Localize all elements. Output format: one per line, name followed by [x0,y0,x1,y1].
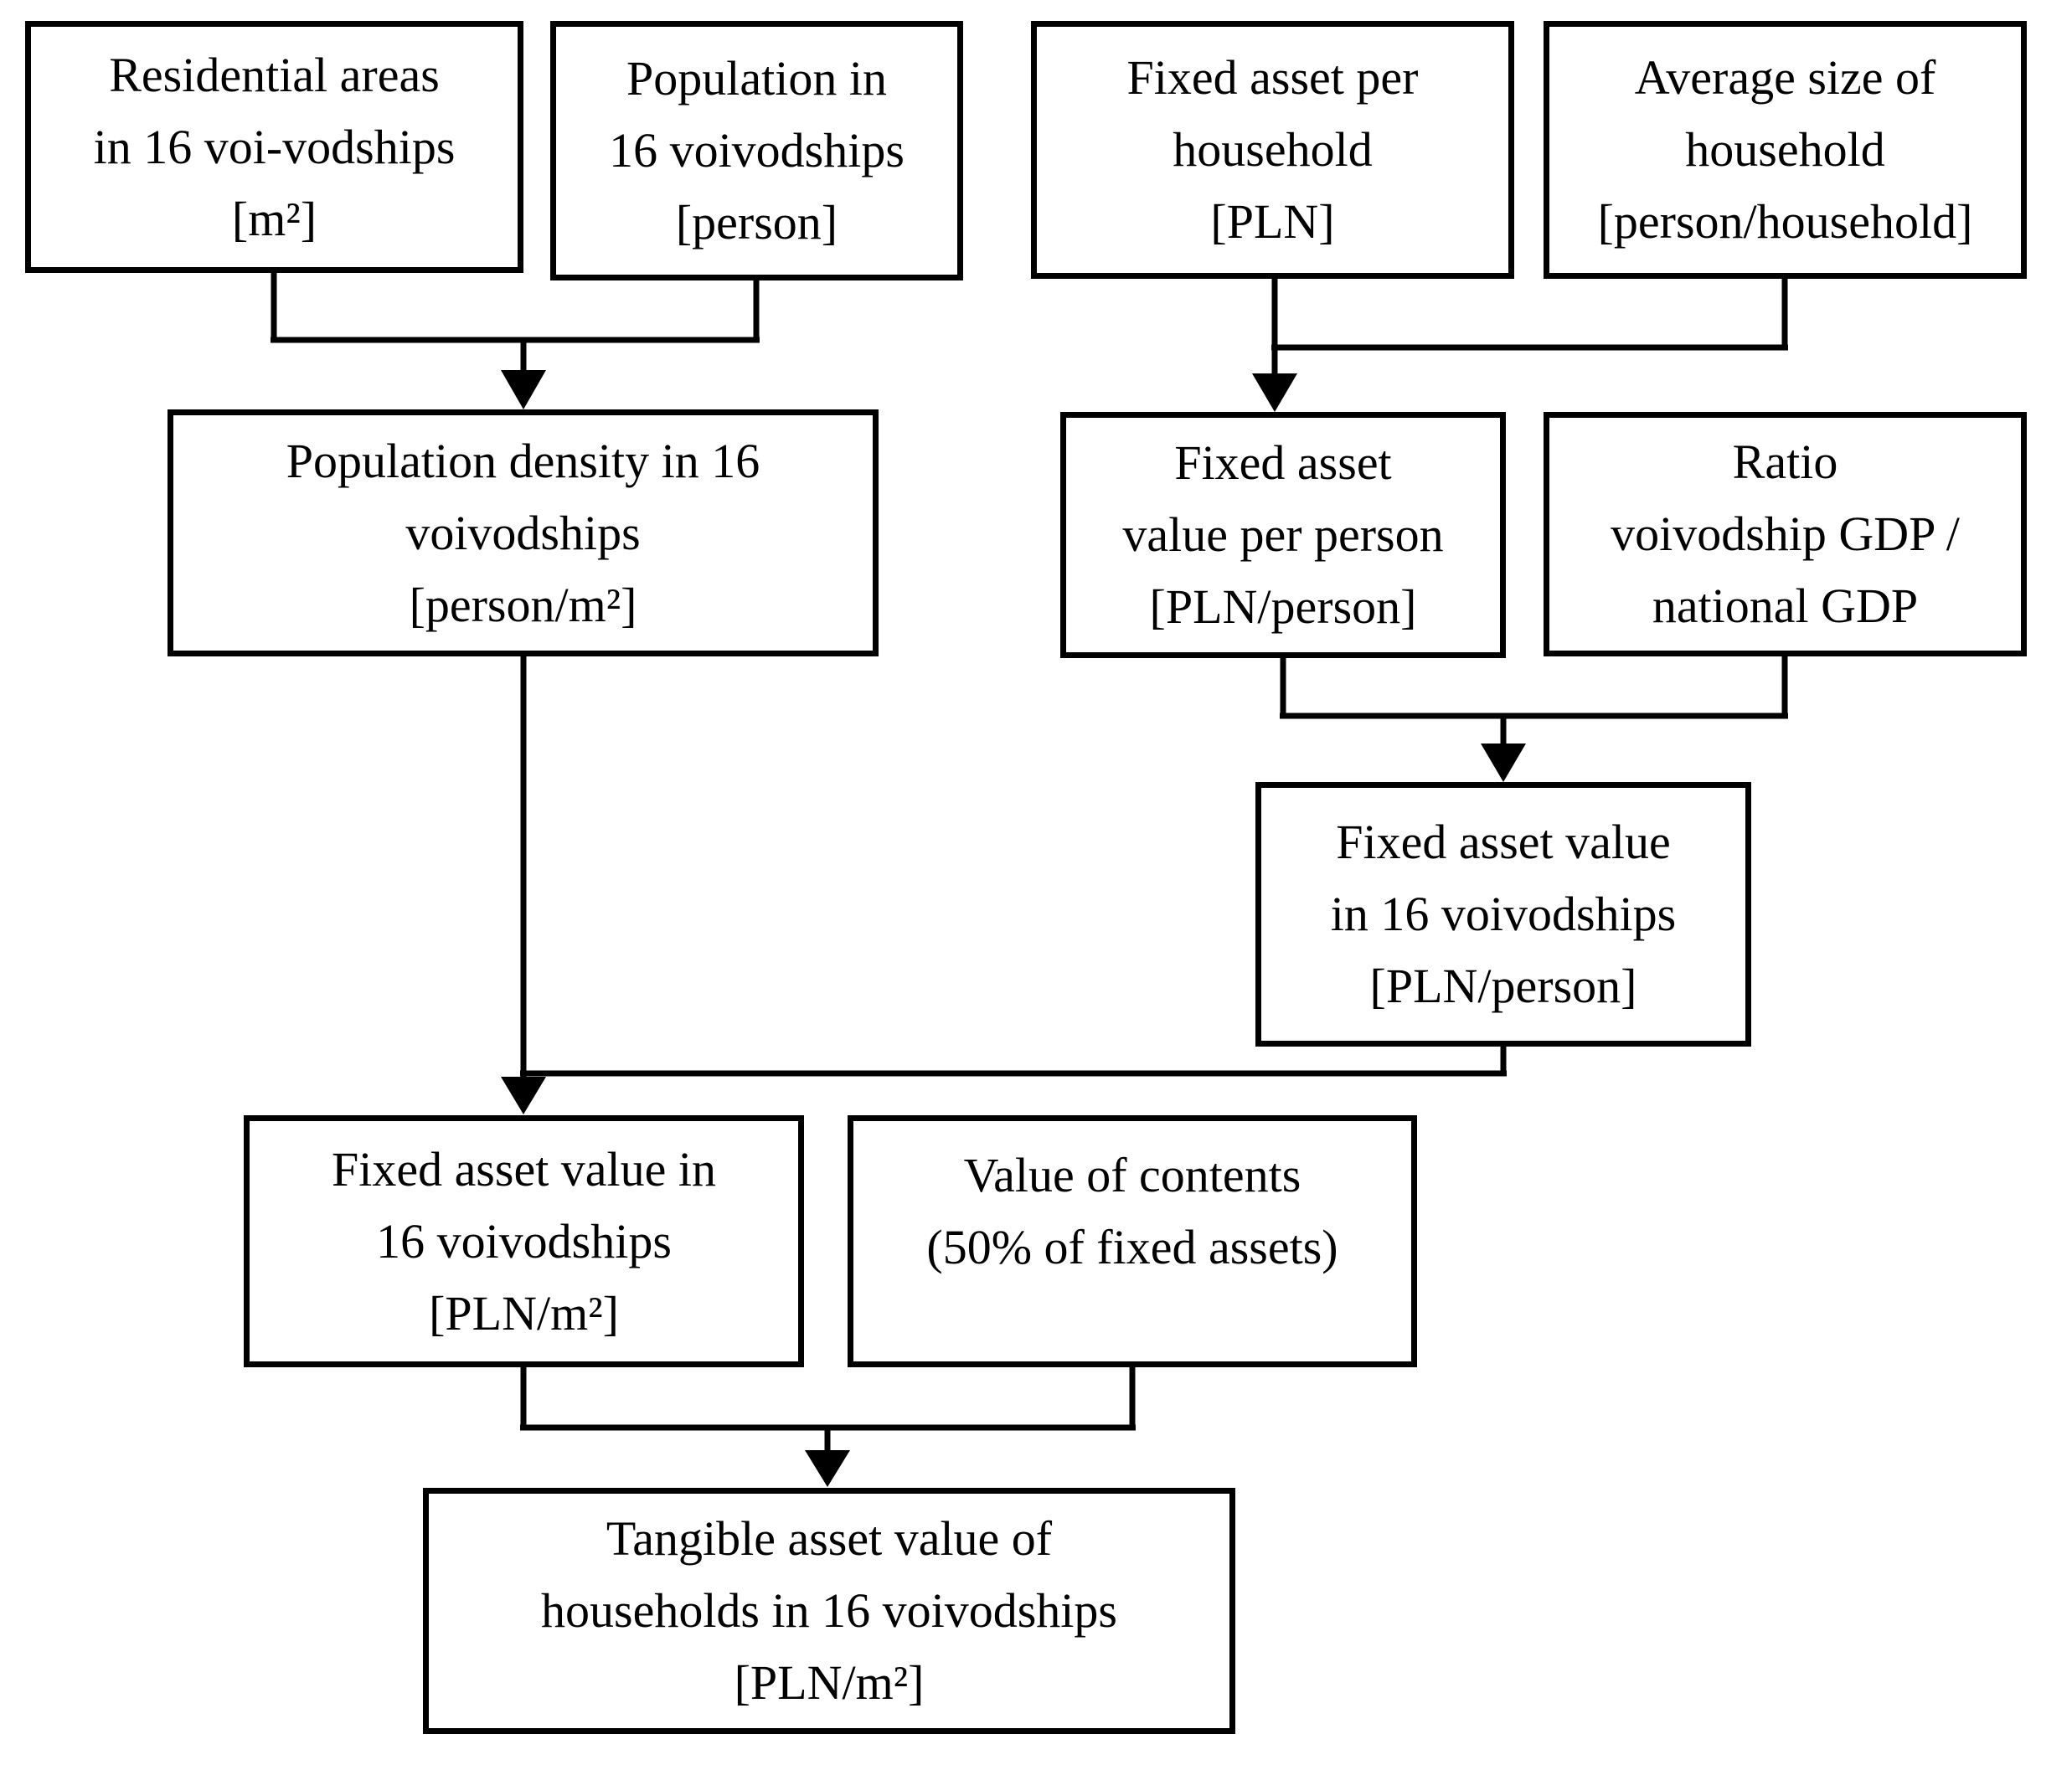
box-line: [person/household] [1597,194,1973,249]
box-line: (50% of fixed assets) [926,1220,1338,1274]
box-line: voivodship GDP / [1611,507,1960,561]
box-line: Fixed asset value [1336,815,1671,869]
box-line: [person] [675,195,838,250]
box-residential-areas: Residential areas in 16 voi-vodships [m²… [25,21,523,273]
arrowhead-population-density [501,370,546,409]
merge-into-population-density [271,270,760,409]
box-line: [PLN/m²] [429,1285,619,1340]
arrowhead-fixed-asset-value-16 [1481,744,1526,782]
box-fixed-asset-value-per-person: Fixed asset value per person [PLN/person… [1060,412,1506,658]
box-fixed-asset-per-household: Fixed asset per household [PLN] [1031,21,1514,279]
box-line: [PLN/person] [1149,579,1417,634]
arrowhead-tangible-asset-value [805,1450,850,1487]
merge-into-tangible-asset-value [520,1364,1136,1487]
box-line: 16 voivodships [376,1213,672,1268]
box-line: Value of contents [963,1148,1301,1202]
box-line: household [1685,122,1885,177]
box-fixed-asset-value-16-voivodships: Fixed asset value in 16 voivodships [PLN… [1255,782,1751,1047]
box-line: Tangible asset value of [606,1511,1053,1566]
box-line: Residential areas [109,47,440,102]
merge-into-fixed-asset-value-16 [1280,653,1788,782]
box-line: Population density in 16 [286,433,760,488]
box-line: Ratio [1732,435,1838,489]
box-line: Fixed asset value in [331,1141,717,1196]
box-line: 16 voivodships [609,123,905,178]
box-line: household [1173,122,1373,177]
arrowhead-fixed-asset-value-per-m2 [501,1077,546,1114]
box-value-of-contents: Value of contents (50% of fixed assets) [848,1115,1417,1367]
box-line: [m²] [231,191,317,246]
box-gdp-ratio: Ratio voivodship GDP / national GDP [1544,412,2027,656]
box-average-household-size: Average size of household [person/househ… [1544,21,2027,279]
box-line: Population in [626,51,887,105]
box-line: Fixed asset [1174,435,1392,490]
box-line: Fixed asset per [1126,50,1419,105]
box-line: households in 16 voivodships [541,1583,1117,1638]
merge-into-fixed-asset-value-per-m2 [501,653,1507,1114]
box-line: [PLN/person] [1369,959,1637,1013]
box-fixed-asset-value-per-m2: Fixed asset value in 16 voivodships [PLN… [244,1115,804,1367]
box-population-density: Population density in 16 voivodships [pe… [168,409,879,656]
box-line: in 16 voivodships [1330,887,1677,941]
box-line: value per person [1122,507,1444,562]
box-line: voivodships [405,505,641,560]
box-line: [PLN/m²] [734,1655,925,1710]
box-population: Population in 16 voivodships [person] [550,21,963,280]
merge-into-fixed-asset-per-person [1252,275,1788,412]
box-tangible-asset-value: Tangible asset value of households in 16… [423,1488,1235,1734]
box-line: national GDP [1652,579,1919,633]
box-line: in 16 voi-vodships [93,119,456,174]
arrowhead-fixed-asset-per-person [1252,373,1297,412]
box-line: [PLN] [1210,194,1335,249]
box-line: [person/m²] [409,577,637,632]
box-line: Average size of [1634,50,1936,105]
